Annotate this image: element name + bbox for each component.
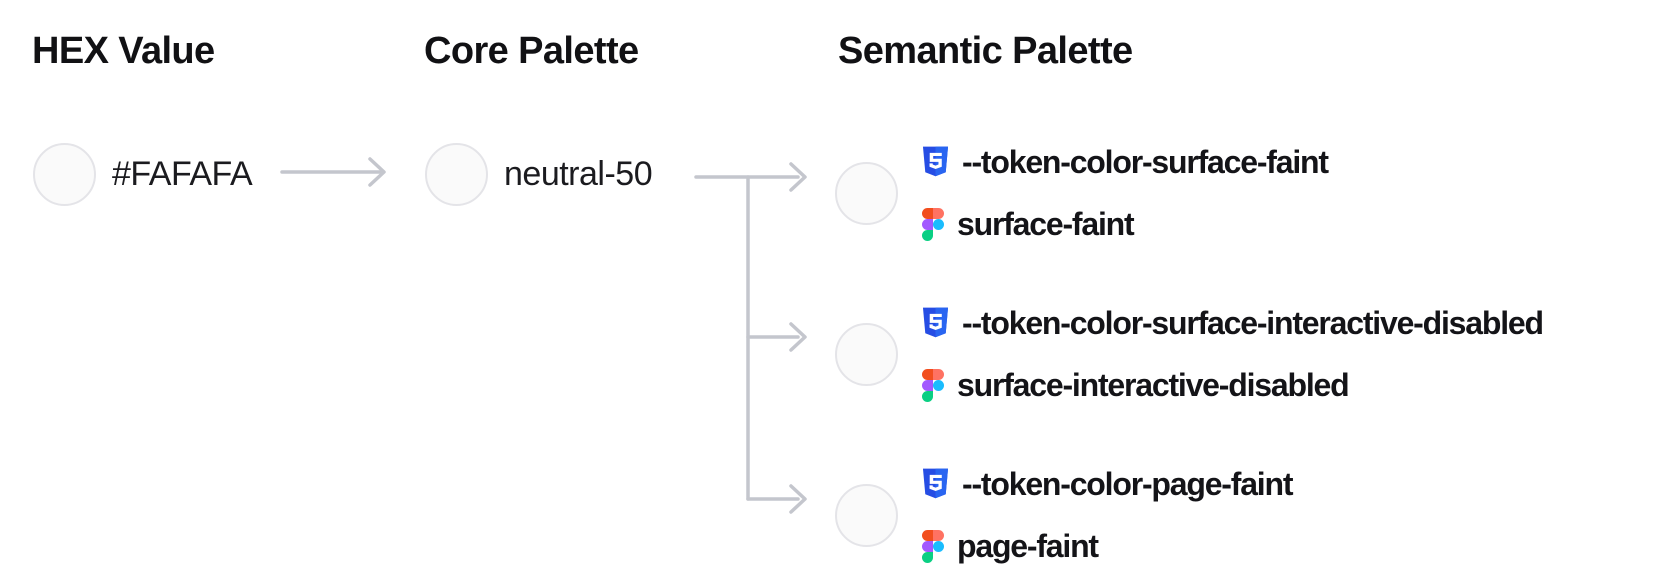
hex-color-swatch	[33, 143, 96, 206]
semantic-color-swatch	[835, 161, 898, 225]
css-token-line: --token-color-surface-faint	[922, 143, 1329, 180]
column-title-semantic: Semantic Palette	[838, 30, 1133, 72]
css-token-label: --token-color-page-faint	[962, 465, 1293, 502]
semantic-row: --token-color-page-faint page-faint	[835, 465, 1293, 564]
figma-logo-icon	[922, 529, 944, 563]
core-name-label: neutral-50	[504, 155, 653, 193]
core-color-swatch	[425, 143, 488, 206]
figma-token-label: surface-interactive-disabled	[957, 366, 1350, 403]
figma-logo-icon	[922, 368, 944, 402]
semantic-row: --token-color-surface-faint surface-fain…	[835, 143, 1329, 242]
semantic-row: --token-color-surface-interactive-disabl…	[835, 304, 1544, 403]
figma-token-label: surface-faint	[957, 205, 1135, 242]
semantic-color-swatch	[835, 322, 898, 386]
figma-token-line: page-faint	[922, 528, 1292, 564]
figma-token-label: page-faint	[957, 527, 1099, 564]
css-token-label: --token-color-surface-interactive-disabl…	[962, 304, 1544, 341]
css3-badge-icon	[922, 468, 949, 501]
figma-token-line: surface-faint	[922, 206, 1328, 242]
css3-badge-icon	[922, 307, 949, 340]
figma-token-line: surface-interactive-disabled	[922, 367, 1543, 403]
css-token-label: --token-color-surface-faint	[962, 143, 1329, 180]
css3-badge-icon	[922, 146, 949, 179]
figma-logo-icon	[922, 207, 944, 241]
branch-connector-tree	[694, 162, 807, 514]
column-title-hex: HEX Value	[32, 30, 215, 72]
hex-value-label: #FAFAFA	[112, 155, 253, 193]
arrow-right-icon	[280, 157, 386, 187]
column-title-core: Core Palette	[424, 30, 639, 72]
core-node: neutral-50	[425, 143, 653, 206]
semantic-color-swatch	[835, 483, 898, 547]
css-token-line: --token-color-page-faint	[922, 465, 1293, 502]
css-token-line: --token-color-surface-interactive-disabl…	[922, 304, 1544, 341]
hex-node: #FAFAFA	[33, 143, 253, 206]
